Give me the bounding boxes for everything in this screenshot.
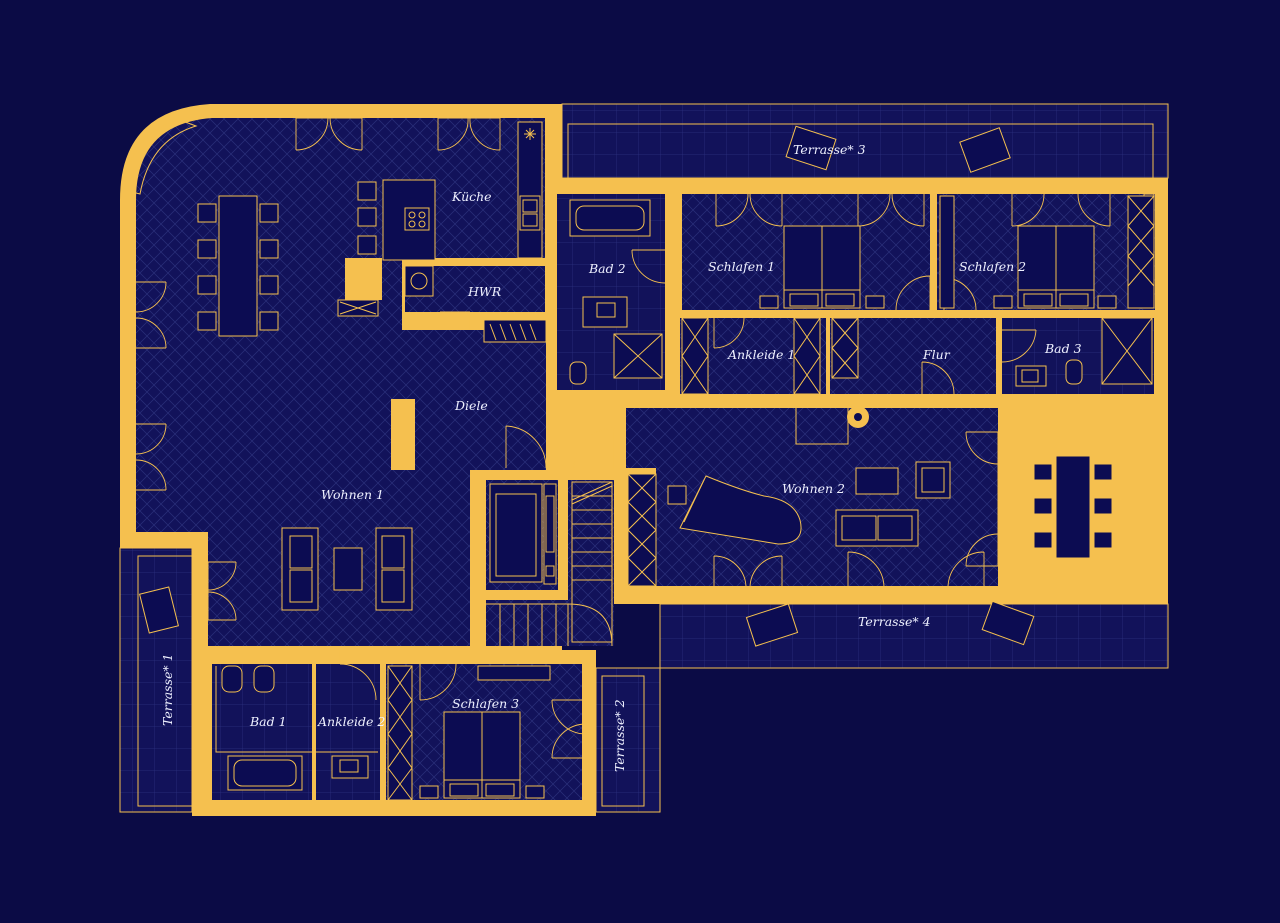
floor-ankleide2: [316, 664, 380, 800]
floor-diele-strip: [136, 330, 546, 470]
bathtub-bad2: [569, 199, 651, 237]
floor-stairs-up: [568, 480, 614, 600]
floor-stairs: [486, 600, 614, 646]
label-bad2: Bad 2: [588, 261, 626, 276]
coffee-table: [333, 547, 363, 591]
lounge-chair-t4-right: [981, 600, 1035, 646]
label-bad3: Bad 3: [1044, 341, 1082, 356]
windows: [123, 107, 1155, 759]
furniture: [139, 121, 1155, 801]
dining-table: [218, 195, 258, 337]
terrace-3-area: [562, 104, 1168, 178]
label-schlafen3: Schlafen 3: [452, 696, 519, 711]
label-terrasse1: Terrasse* 1: [160, 653, 175, 726]
terrace-2-area: [596, 668, 660, 812]
lounge-chair-t4-left: [745, 603, 799, 647]
grand-piano: [679, 475, 802, 545]
label-terrasse4: Terrasse* 4: [858, 614, 931, 629]
terrace-4-area: [660, 604, 1168, 668]
room-labels: Küche HWR Bad 2 Schlafen 1 Schlafen 2 An…: [160, 142, 1082, 772]
label-kueche: Küche: [451, 189, 492, 204]
diele-pillar: [391, 399, 415, 470]
label-bad1: Bad 1: [249, 714, 287, 729]
label-hwr: HWR: [467, 284, 501, 299]
label-diele: Diele: [454, 398, 488, 413]
kitchen-counter: [517, 121, 543, 259]
lounge-chair-t3-right: [959, 127, 1011, 173]
sofa-wohnen2: [835, 509, 919, 547]
label-ankleide2: Ankleide 2: [317, 714, 385, 729]
lounge-chair-t3-left: [785, 125, 837, 171]
sofa-left: [281, 527, 319, 611]
label-wohnen2: Wohnen 2: [782, 481, 845, 496]
label-terrasse3: Terrasse* 3: [793, 142, 866, 157]
label-flur: Flur: [922, 347, 951, 362]
floor-hall: [626, 408, 998, 468]
sofa-right: [375, 527, 413, 611]
label-ankleide1: Ankleide 1: [727, 347, 795, 362]
chair-terrace1: [139, 586, 179, 634]
label-terrasse2: Terrasse* 2: [612, 699, 627, 772]
wardrobe-wohnen2: [627, 473, 657, 587]
label-schlafen2: Schlafen 2: [959, 259, 1026, 274]
elevator-cabin: [489, 483, 543, 583]
terrace-dining-table: [1055, 455, 1091, 559]
terrace-1-area: [120, 548, 192, 812]
doors: [135, 117, 1111, 759]
staircase: [486, 481, 613, 647]
label-schlafen1: Schlafen 1: [708, 259, 775, 274]
bathtub-bad1: [227, 755, 303, 791]
label-wohnen1: Wohnen 1: [321, 487, 384, 502]
